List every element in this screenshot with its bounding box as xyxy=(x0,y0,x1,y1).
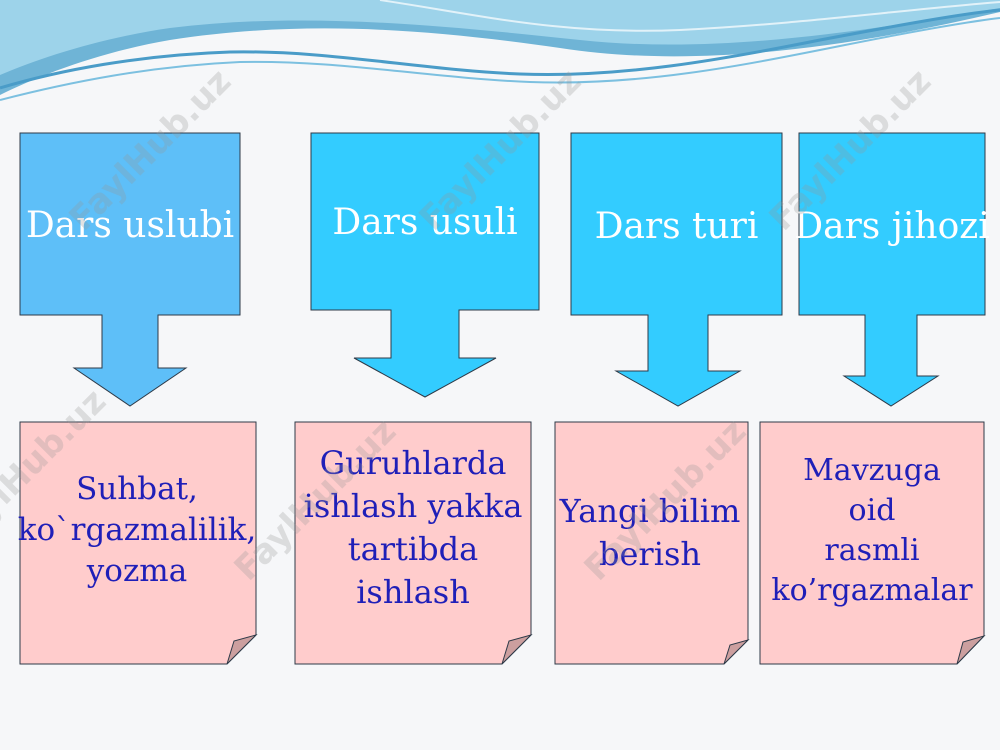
header-arrow-4 xyxy=(798,132,986,407)
note-2-line-3: tartibda xyxy=(347,530,479,568)
note-3-line-1: Yangi bilim xyxy=(559,492,741,530)
header-arrow-3 xyxy=(570,132,783,407)
note-3 xyxy=(554,421,750,665)
note-2-line-4: ishlash xyxy=(356,573,470,611)
note-2-line-1: Guruhlarda xyxy=(319,444,507,482)
header-dars-uslubi: Dars uslubi xyxy=(25,204,235,246)
note-1-line-3: yozma xyxy=(86,552,188,589)
note-3-line-2: berish xyxy=(599,535,701,573)
note-text-3: Yangi bilim berish xyxy=(545,488,755,578)
note-text-1: Suhbat, ko`rgazmalilik, yozma xyxy=(8,465,266,595)
note-4 xyxy=(759,421,986,665)
wave-decoration xyxy=(0,0,1000,101)
note-2 xyxy=(294,421,533,665)
note-text-4: Mavzuga oid rasmli ko’rgazmalar xyxy=(760,450,984,612)
note-4-line-3: rasmli xyxy=(824,533,920,568)
note-4-line-4: ko’rgazmalar xyxy=(771,573,973,608)
header-dars-usuli: Dars usuli xyxy=(332,201,518,243)
note-1-line-2: ko`rgazmalilik, xyxy=(17,511,257,548)
note-2-line-2: ishlash yakka xyxy=(303,487,523,525)
note-1 xyxy=(19,421,258,665)
note-text-2: Guruhlarda ishlash yakka tartibda ishlas… xyxy=(288,440,538,616)
header-dars-turi: Dars turi xyxy=(594,205,759,247)
header-arrow-2 xyxy=(310,132,540,398)
header-dars-jihozi: Dars jihozi xyxy=(794,205,990,247)
note-4-line-1: Mavzuga xyxy=(803,453,941,488)
note-1-line-1: Suhbat, xyxy=(76,470,198,507)
note-4-line-2: oid xyxy=(848,493,896,528)
header-arrow-1 xyxy=(19,132,241,407)
